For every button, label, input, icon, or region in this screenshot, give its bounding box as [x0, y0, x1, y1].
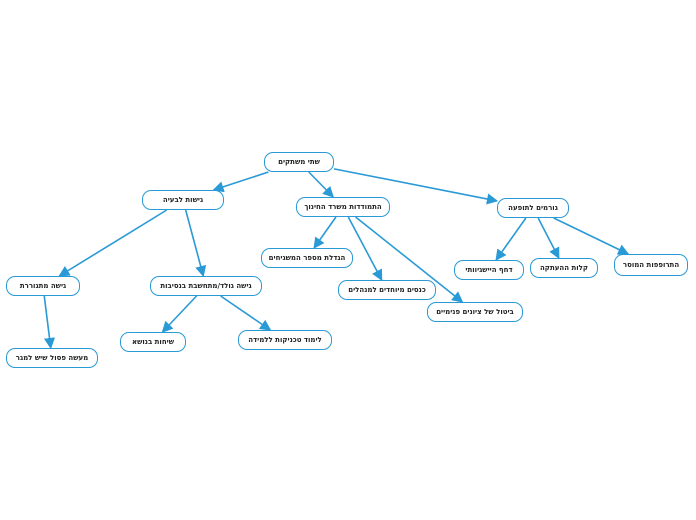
edge-causes-to-shame: [495, 217, 527, 261]
node-achievement-drive[interactable]: דחף היישגיוותי: [454, 260, 524, 280]
node-ease-of-copying[interactable]: קלות ההעתקה: [530, 258, 598, 278]
node-conversations[interactable]: שיחות בנושא: [120, 332, 186, 352]
edge-cognitive-to-learning-skills: [220, 295, 272, 331]
node-causes[interactable]: גורמים לתופעה: [497, 198, 569, 218]
edge-root-to-approaches: [212, 171, 269, 193]
node-ministry-response[interactable]: התמודדות משרד החינוך: [296, 197, 390, 217]
node-root-topic[interactable]: שתי משתקים: [264, 152, 334, 172]
edge-cognitive-to-knowledge: [161, 295, 198, 333]
edge-ministry-to-treatments: [313, 216, 337, 249]
edge-ministry-to-constitution: [347, 216, 383, 281]
edge-ministry-to-cancel-grades: [355, 216, 464, 303]
edge-causes-to-culture: [553, 217, 630, 255]
node-learning-techniques[interactable]: לימוד טכניקות ללמידה: [238, 330, 332, 350]
edge-root-to-ministry: [308, 171, 335, 198]
edge-causes-to-ease: [537, 217, 560, 259]
edge-behavioral-to-punishment: [43, 295, 56, 350]
node-behavioral-approach[interactable]: גישה מתגוררת: [6, 276, 80, 296]
node-wrongful-act[interactable]: מעשה פסול שיש למגר: [6, 348, 98, 368]
node-principal-conferences[interactable]: כנסים מיוחדים למנהלים: [338, 280, 436, 300]
edge-approaches-to-behavioral: [58, 209, 168, 277]
node-considerate-approach[interactable]: גישה גולד/מתחשבת בנסיבות: [150, 276, 262, 296]
node-moral-decline[interactable]: התרופפות המוסר: [614, 254, 688, 276]
edge-root-to-causes: [333, 168, 499, 205]
node-cancel-internal-grades[interactable]: ביטול של ציונים פנימיים: [427, 302, 523, 322]
node-more-supervisors[interactable]: הגדלת מספר המשגיחים: [261, 248, 353, 268]
edge-approaches-to-cognitive: [184, 209, 207, 278]
node-approaches[interactable]: גישות לבעיה: [142, 190, 224, 210]
